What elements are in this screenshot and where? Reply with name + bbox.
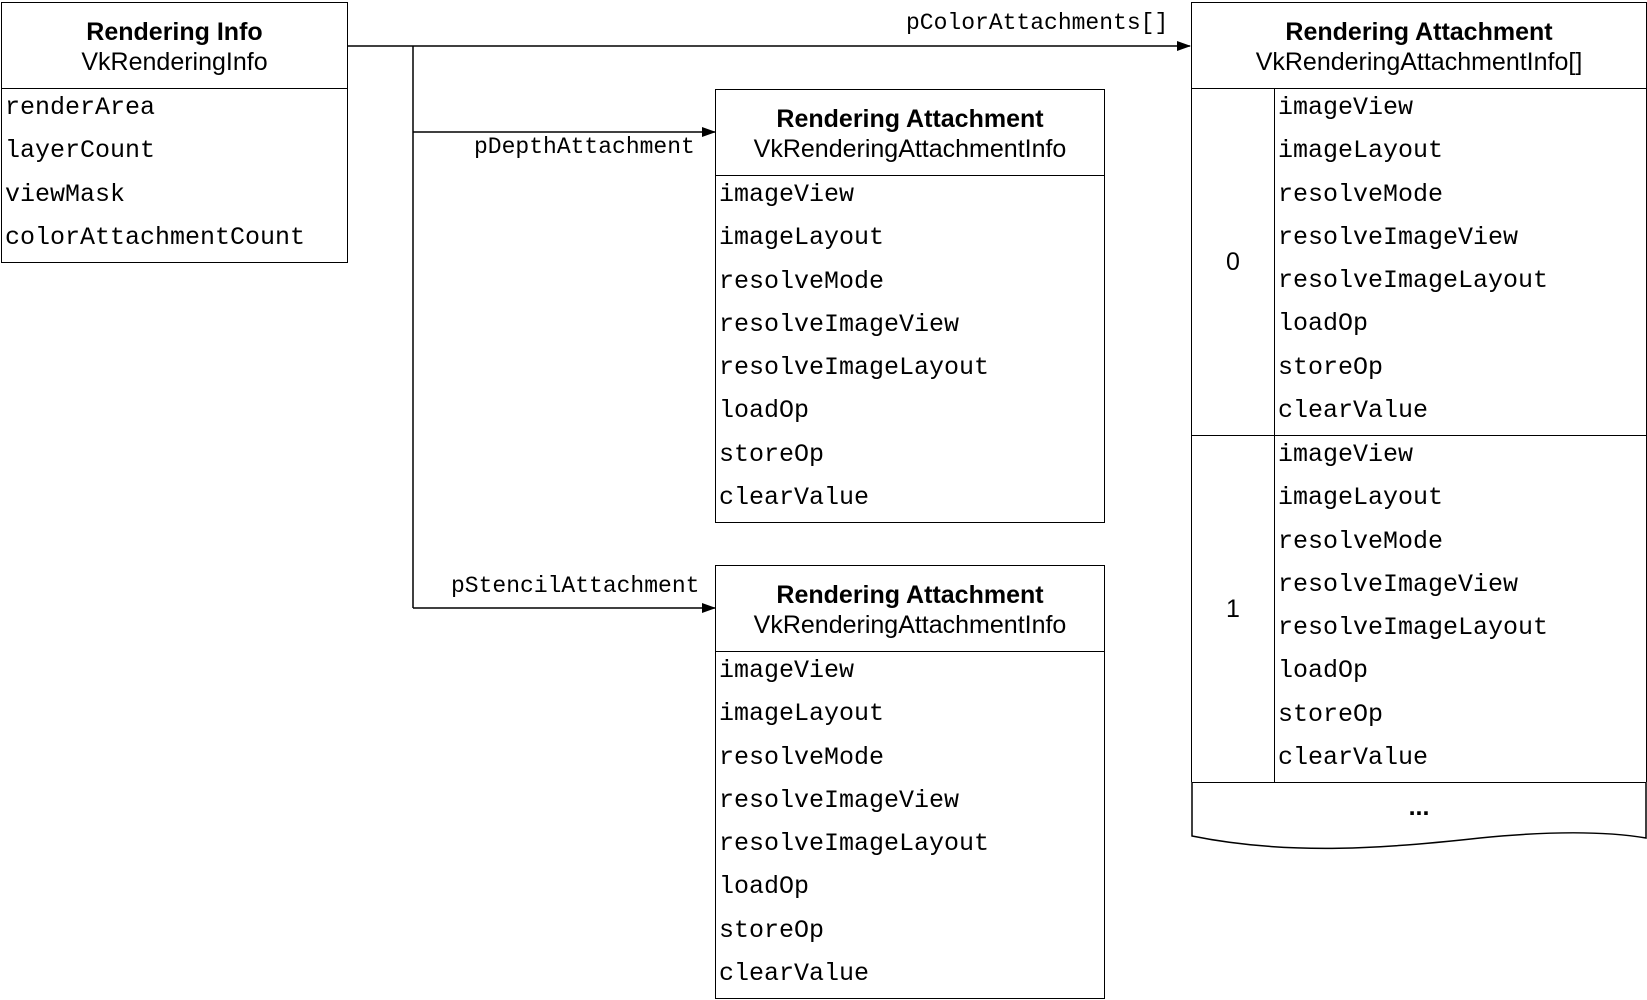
array-ellipsis: ... bbox=[1408, 793, 1430, 821]
color-attachments-header: Rendering Attachment VkRenderingAttachme… bbox=[1192, 3, 1646, 89]
edge-label-depth: pDepthAttachment bbox=[474, 134, 695, 160]
field: imageView bbox=[1278, 440, 1414, 469]
field: resolveMode bbox=[719, 266, 885, 296]
field-list: imageView imageLayout resolveMode resolv… bbox=[1275, 89, 1646, 435]
box-type: VkRenderingAttachmentInfo bbox=[753, 611, 1067, 639]
field: clearValue bbox=[1278, 743, 1429, 773]
array-wavy-edge bbox=[1191, 781, 1647, 850]
field-list: imageView imageLayout resolveMode resolv… bbox=[716, 652, 1104, 998]
field: loadOp bbox=[719, 872, 810, 902]
edge-label-stencil: pStencilAttachment bbox=[451, 573, 700, 599]
field: resolveMode bbox=[1278, 526, 1444, 556]
field: clearValue bbox=[1278, 396, 1429, 426]
field-list: renderArea layerCount viewMask colorAtta… bbox=[2, 89, 347, 262]
box-type: VkRenderingInfo bbox=[81, 48, 268, 76]
field: colorAttachmentCount bbox=[5, 222, 306, 252]
field: resolveImageLayout bbox=[719, 829, 990, 859]
field: resolveMode bbox=[1278, 179, 1444, 209]
field: resolveImageView bbox=[1278, 222, 1519, 252]
depth-attachment-box: Rendering Attachment VkRenderingAttachme… bbox=[715, 89, 1105, 523]
box-title: Rendering Attachment bbox=[776, 581, 1044, 609]
field: resolveImageView bbox=[1278, 569, 1519, 599]
array-element-0: 0 imageView imageLayout resolveMode reso… bbox=[1192, 89, 1646, 436]
array-element-1: 1 imageView imageLayout resolveMode reso… bbox=[1192, 436, 1646, 783]
field: storeOp bbox=[719, 439, 825, 469]
field: resolveImageView bbox=[719, 785, 960, 815]
box-type: VkRenderingAttachmentInfo[] bbox=[1255, 48, 1583, 76]
field: storeOp bbox=[1278, 699, 1384, 729]
field: imageView bbox=[719, 656, 855, 685]
field: resolveImageLayout bbox=[1278, 266, 1549, 296]
box-type: VkRenderingAttachmentInfo bbox=[753, 135, 1067, 163]
field: storeOp bbox=[1278, 352, 1384, 382]
field: resolveMode bbox=[719, 742, 885, 772]
stencil-attachment-box: Rendering Attachment VkRenderingAttachme… bbox=[715, 565, 1105, 999]
depth-attachment-header: Rendering Attachment VkRenderingAttachme… bbox=[716, 90, 1104, 176]
edge-label-color: pColorAttachments[] bbox=[906, 10, 1169, 36]
field: clearValue bbox=[719, 483, 870, 513]
field: resolveImageLayout bbox=[719, 353, 990, 383]
box-title: Rendering Attachment bbox=[776, 105, 1044, 133]
array-index: 1 bbox=[1192, 436, 1275, 782]
field: imageView bbox=[1278, 93, 1414, 122]
array-index: 0 bbox=[1192, 89, 1275, 435]
field: viewMask bbox=[5, 179, 126, 209]
field: imageLayout bbox=[1278, 136, 1444, 166]
field: imageLayout bbox=[1278, 483, 1444, 513]
color-attachments-box: Rendering Attachment VkRenderingAttachme… bbox=[1191, 2, 1647, 821]
field: imageLayout bbox=[719, 699, 885, 729]
box-title: Rendering Attachment bbox=[1285, 18, 1553, 46]
field: resolveImageLayout bbox=[1278, 613, 1549, 643]
field: storeOp bbox=[719, 915, 825, 945]
field: loadOp bbox=[1278, 656, 1369, 686]
box-title: Rendering Info bbox=[86, 18, 263, 46]
field: imageView bbox=[719, 180, 855, 209]
stencil-attachment-header: Rendering Attachment VkRenderingAttachme… bbox=[716, 566, 1104, 652]
field: resolveImageView bbox=[719, 309, 960, 339]
field: loadOp bbox=[719, 396, 810, 426]
field: layerCount bbox=[5, 136, 156, 166]
rendering-info-header: Rendering Info VkRenderingInfo bbox=[2, 3, 347, 89]
field: imageLayout bbox=[719, 223, 885, 253]
field-list: imageView imageLayout resolveMode resolv… bbox=[716, 176, 1104, 522]
field: renderArea bbox=[5, 93, 156, 122]
field-list: imageView imageLayout resolveMode resolv… bbox=[1275, 436, 1646, 782]
field: clearValue bbox=[719, 959, 870, 989]
field: loadOp bbox=[1278, 309, 1369, 339]
rendering-info-box: Rendering Info VkRenderingInfo renderAre… bbox=[1, 2, 348, 263]
